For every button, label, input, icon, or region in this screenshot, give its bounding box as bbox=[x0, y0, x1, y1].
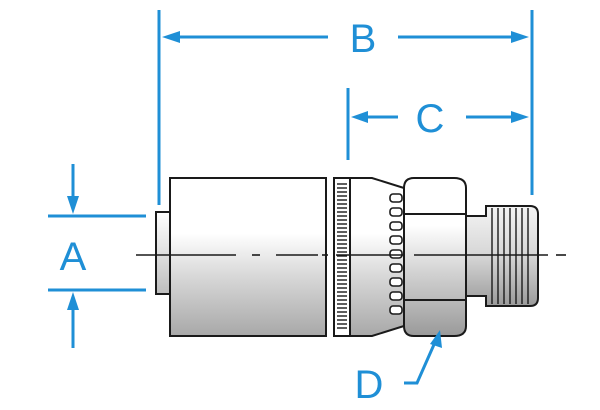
dimension-c-arrow-right bbox=[511, 111, 529, 123]
nut-slot bbox=[389, 305, 403, 315]
dimension-label-d: D bbox=[355, 363, 384, 407]
knurl-ticks bbox=[337, 183, 347, 329]
nut-slot bbox=[389, 249, 403, 259]
dimension-lines bbox=[48, 10, 534, 385]
thread-body bbox=[465, 205, 539, 307]
dimension-label-b: B bbox=[350, 17, 377, 61]
ferrule-body bbox=[169, 177, 327, 337]
nut-slot bbox=[389, 277, 403, 287]
dimension-c-arrow-left bbox=[351, 111, 368, 123]
dimension-label-c: C bbox=[416, 97, 445, 141]
dimension-a-arrow-top bbox=[67, 196, 79, 214]
hex-nut bbox=[403, 177, 467, 337]
nut-slot bbox=[389, 291, 403, 301]
nut-slot bbox=[389, 235, 403, 245]
nut-slot bbox=[389, 207, 403, 217]
nut-slot bbox=[389, 193, 403, 203]
dimension-d-leader bbox=[404, 339, 438, 385]
dimension-a-arrow-bottom bbox=[67, 292, 79, 310]
thread-ridges bbox=[491, 208, 529, 304]
end-cap bbox=[155, 211, 171, 295]
dimension-b-arrow-left bbox=[162, 31, 180, 43]
dimension-label-a: A bbox=[60, 235, 87, 279]
dimension-d-arrow bbox=[430, 330, 442, 348]
dimension-b-arrow-right bbox=[511, 31, 529, 43]
nut-slot bbox=[389, 263, 403, 273]
nut-slots bbox=[389, 193, 403, 315]
nut-slot bbox=[389, 221, 403, 231]
